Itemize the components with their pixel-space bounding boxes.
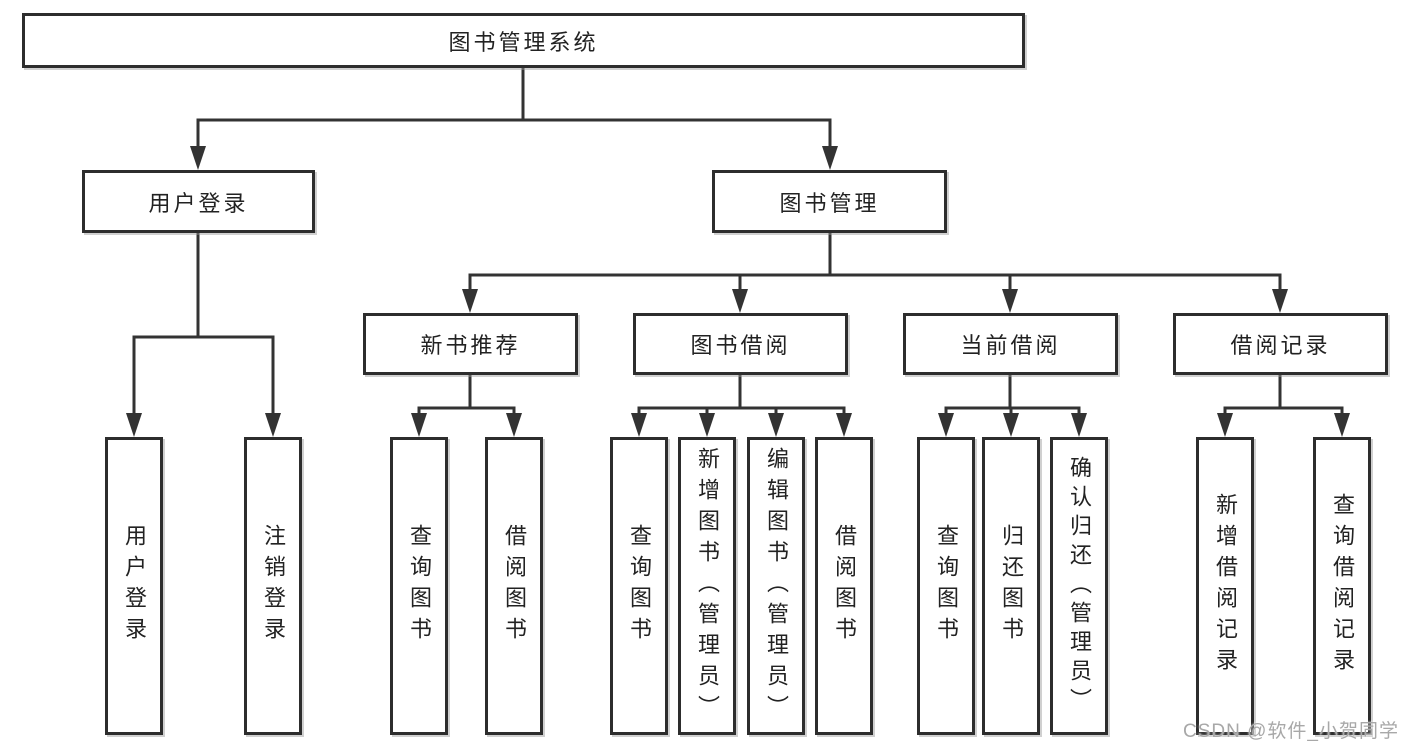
node-label: 图书借阅	[690, 333, 791, 358]
leaf-label: 新增图书（管理员）	[695, 446, 720, 726]
arrow-down-icon	[1272, 289, 1288, 313]
leaf-borrow-books-recommendation: 借阅图书	[485, 437, 543, 735]
leaf-label: 查询图书	[407, 524, 432, 648]
arrow-down-icon	[822, 146, 838, 170]
leaf-query-books-recommendation: 查询图书	[390, 437, 448, 735]
leaf-label: 确认归还（管理员）	[1067, 455, 1092, 717]
leaf-label: 新增借阅记录	[1213, 493, 1238, 679]
leaf-label: 查询借阅记录	[1330, 493, 1355, 679]
arrow-down-icon	[1217, 413, 1233, 437]
leaf-query-books-current: 查询图书	[917, 437, 975, 735]
arrow-down-icon	[1003, 413, 1019, 437]
leaf-label: 编辑图书（管理员）	[764, 446, 789, 726]
node-label: 当前借阅	[960, 333, 1061, 358]
arrow-down-icon	[462, 289, 478, 313]
arrow-down-icon	[631, 413, 647, 437]
node-library-management-system: 图书管理系统	[22, 13, 1025, 68]
leaf-label: 查询图书	[627, 524, 652, 648]
leaf-logout: 注销登录	[244, 437, 302, 735]
arrow-down-icon	[1334, 413, 1350, 437]
arrow-down-icon	[190, 146, 206, 170]
node-label: 借阅记录	[1230, 333, 1331, 358]
node-new-book-recommendation: 新书推荐	[363, 313, 578, 375]
arrow-down-icon	[265, 413, 281, 437]
node-book-management: 图书管理	[712, 170, 947, 233]
leaf-label: 查询图书	[934, 524, 959, 648]
node-user-login: 用户登录	[82, 170, 315, 233]
arrow-down-icon	[938, 413, 954, 437]
node-label: 用户登录	[148, 190, 249, 216]
arrow-down-icon	[411, 413, 427, 437]
leaf-edit-book-admin: 编辑图书（管理员）	[747, 437, 805, 735]
leaf-user-login: 用户登录	[105, 437, 163, 735]
leaf-label: 用户登录	[122, 524, 147, 648]
node-book-borrowing: 图书借阅	[633, 313, 848, 375]
arrow-down-icon	[732, 289, 748, 313]
arrow-down-icon	[768, 413, 784, 437]
leaf-query-borrow-record: 查询借阅记录	[1313, 437, 1371, 735]
arrow-down-icon	[1071, 413, 1087, 437]
arrow-down-icon	[699, 413, 715, 437]
leaf-query-books-borrowing: 查询图书	[610, 437, 668, 735]
leaf-borrow-books: 借阅图书	[815, 437, 873, 735]
leaf-label: 借阅图书	[502, 524, 527, 648]
csdn-watermark: CSDN @软件_小贺同学	[1183, 721, 1399, 742]
node-label: 图书管理系统	[448, 29, 599, 55]
leaf-add-book-admin: 新增图书（管理员）	[678, 437, 736, 735]
arrow-down-icon	[1002, 289, 1018, 313]
leaf-label: 注销登录	[261, 524, 286, 648]
leaf-label: 借阅图书	[832, 524, 857, 648]
leaf-label: 归还图书	[999, 524, 1024, 648]
node-label: 图书管理	[779, 190, 880, 216]
arrow-down-icon	[836, 413, 852, 437]
arrow-down-icon	[126, 413, 142, 437]
leaf-return-book: 归还图书	[982, 437, 1040, 735]
leaf-add-borrow-record: 新增借阅记录	[1196, 437, 1254, 735]
leaf-confirm-return-admin: 确认归还（管理员）	[1050, 437, 1108, 735]
arrow-down-icon	[506, 413, 522, 437]
node-current-borrowing: 当前借阅	[903, 313, 1118, 375]
node-borrowing-records: 借阅记录	[1173, 313, 1388, 375]
node-label: 新书推荐	[420, 333, 521, 358]
